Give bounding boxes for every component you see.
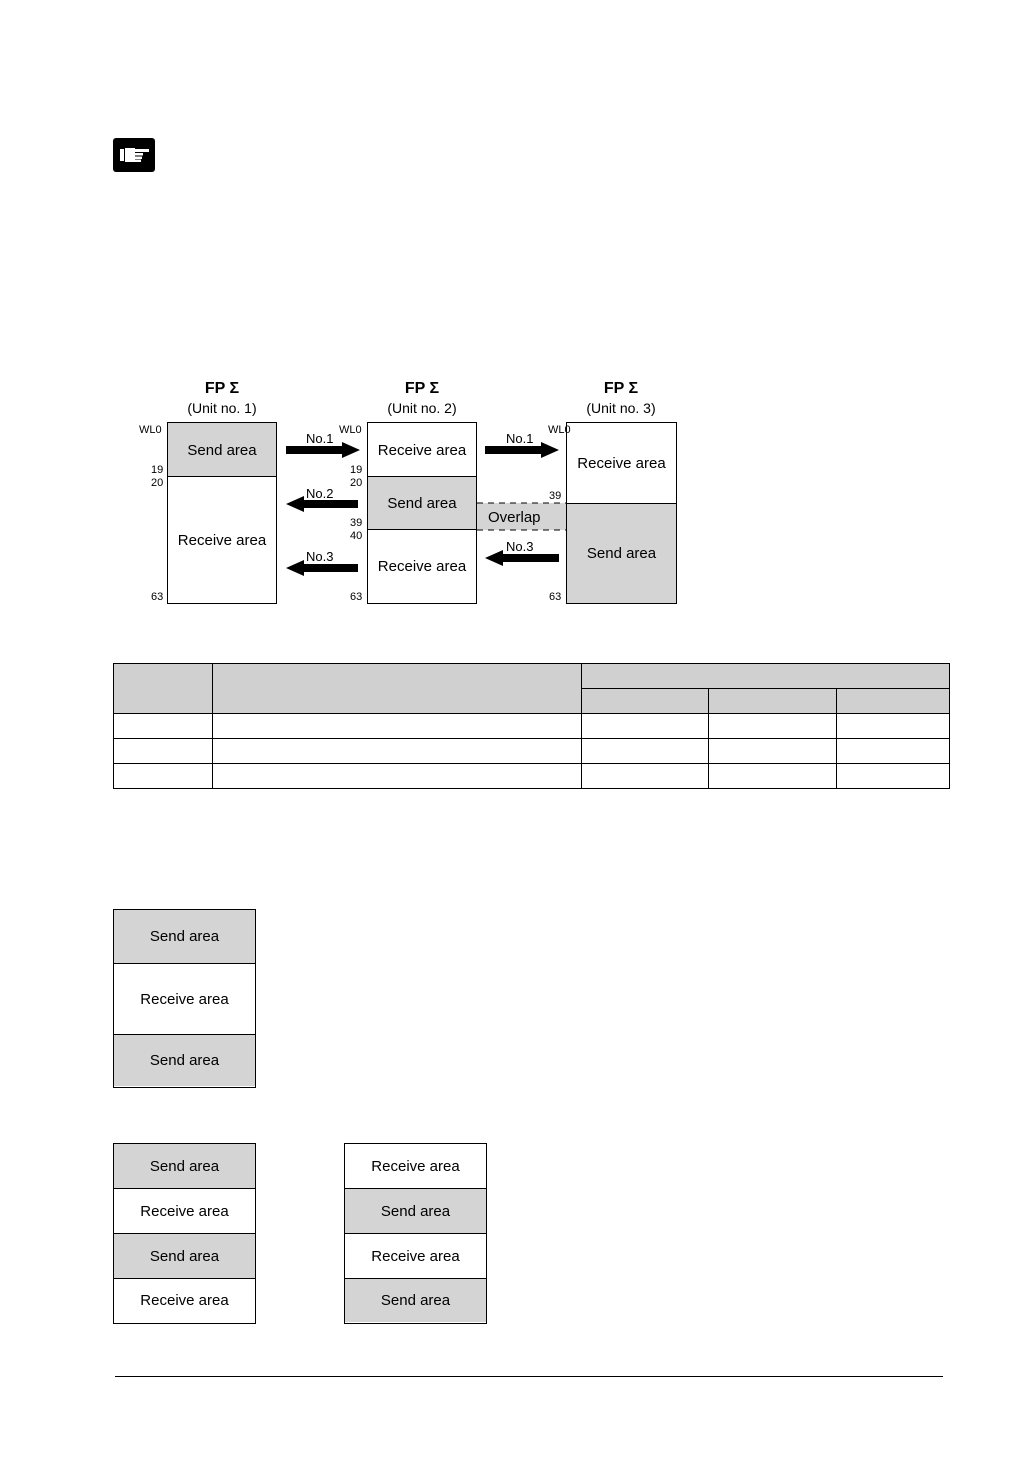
table-header-cell [581,688,709,714]
example3-send-area: Send area [345,1189,486,1234]
unit1-tick-20: 20 [151,477,164,489]
example3-receive-area: Receive area [345,1234,486,1279]
unit3-tick-wl0: WL0 [548,424,571,436]
table-row [113,713,950,739]
example1-send-area: Send area [114,1035,255,1086]
unit3-send-area: Send area [566,503,677,604]
example1-stack: Send area Receive area Send area [113,909,256,1088]
unit3-tick-63: 63 [549,591,562,603]
example2-send-area: Send area [114,1234,255,1279]
link-area-table [113,663,950,789]
arrow-no3-label: No.3 [506,539,534,554]
unit2-title: FP Σ [404,380,440,397]
unit1-tick-wl0: WL0 [139,424,162,436]
overlap-label: Overlap [488,509,541,526]
table-header-cell [708,688,837,714]
unit2-tick-39: 39 [350,517,363,529]
table-header-cell [212,663,582,714]
unit2-send-area: Send area [367,476,477,531]
unit2-tick-20: 20 [350,477,363,489]
unit2-receive-area-bottom: Receive area [367,529,477,604]
unit3-title: FP Σ [603,380,639,397]
example2-stack: Send area Receive area Send area Receive… [113,1143,256,1324]
table-header-cell [581,663,950,689]
unit1-send-area: Send area [167,422,277,478]
arrow-no3-label: No.3 [306,549,334,564]
footer-rule [115,1376,943,1377]
overlap-band [477,503,566,530]
unit2-tick-wl0: WL0 [339,424,362,436]
unit1-tick-63: 63 [151,591,164,603]
arrow-no1-label: No.1 [506,431,534,446]
arrow-left-icon [286,560,358,576]
example2-receive-area: Receive area [114,1279,255,1322]
unit2-subtitle: (Unit no. 2) [387,400,457,416]
arrow-left-icon [286,496,358,512]
pointing-hand-icon [113,138,155,172]
unit2-receive-area-top: Receive area [367,422,477,478]
table-row [113,738,950,764]
unit2-tick-40: 40 [350,530,363,542]
unit3-subtitle: (Unit no. 3) [586,400,656,416]
example1-send-area: Send area [114,910,255,964]
arrow-no1-label: No.1 [306,431,334,446]
unit1-subtitle: (Unit no. 1) [187,400,257,416]
overlap-dashes [477,502,567,531]
unit1-receive-area: Receive area [167,476,277,604]
unit2-tick-19: 19 [350,464,363,476]
example1-receive-area: Receive area [114,964,255,1035]
unit1-tick-19: 19 [151,464,164,476]
unit1-title: FP Σ [204,380,240,397]
arrow-right-icon [286,442,360,458]
example2-send-area: Send area [114,1144,255,1189]
table-header-cell [836,688,950,714]
example2-receive-area: Receive area [114,1189,255,1234]
table-row [113,763,950,789]
example3-stack: Receive area Send area Receive area Send… [344,1143,487,1324]
example3-receive-area: Receive area [345,1144,486,1189]
unit3-tick-39: 39 [549,490,562,502]
example3-send-area: Send area [345,1279,486,1322]
arrow-no2-label: No.2 [306,486,334,501]
unit2-tick-63: 63 [350,591,363,603]
unit3-receive-area: Receive area [566,422,677,505]
arrow-right-icon [485,442,559,458]
arrow-left-icon [485,550,559,566]
table-header-cell [113,663,213,714]
